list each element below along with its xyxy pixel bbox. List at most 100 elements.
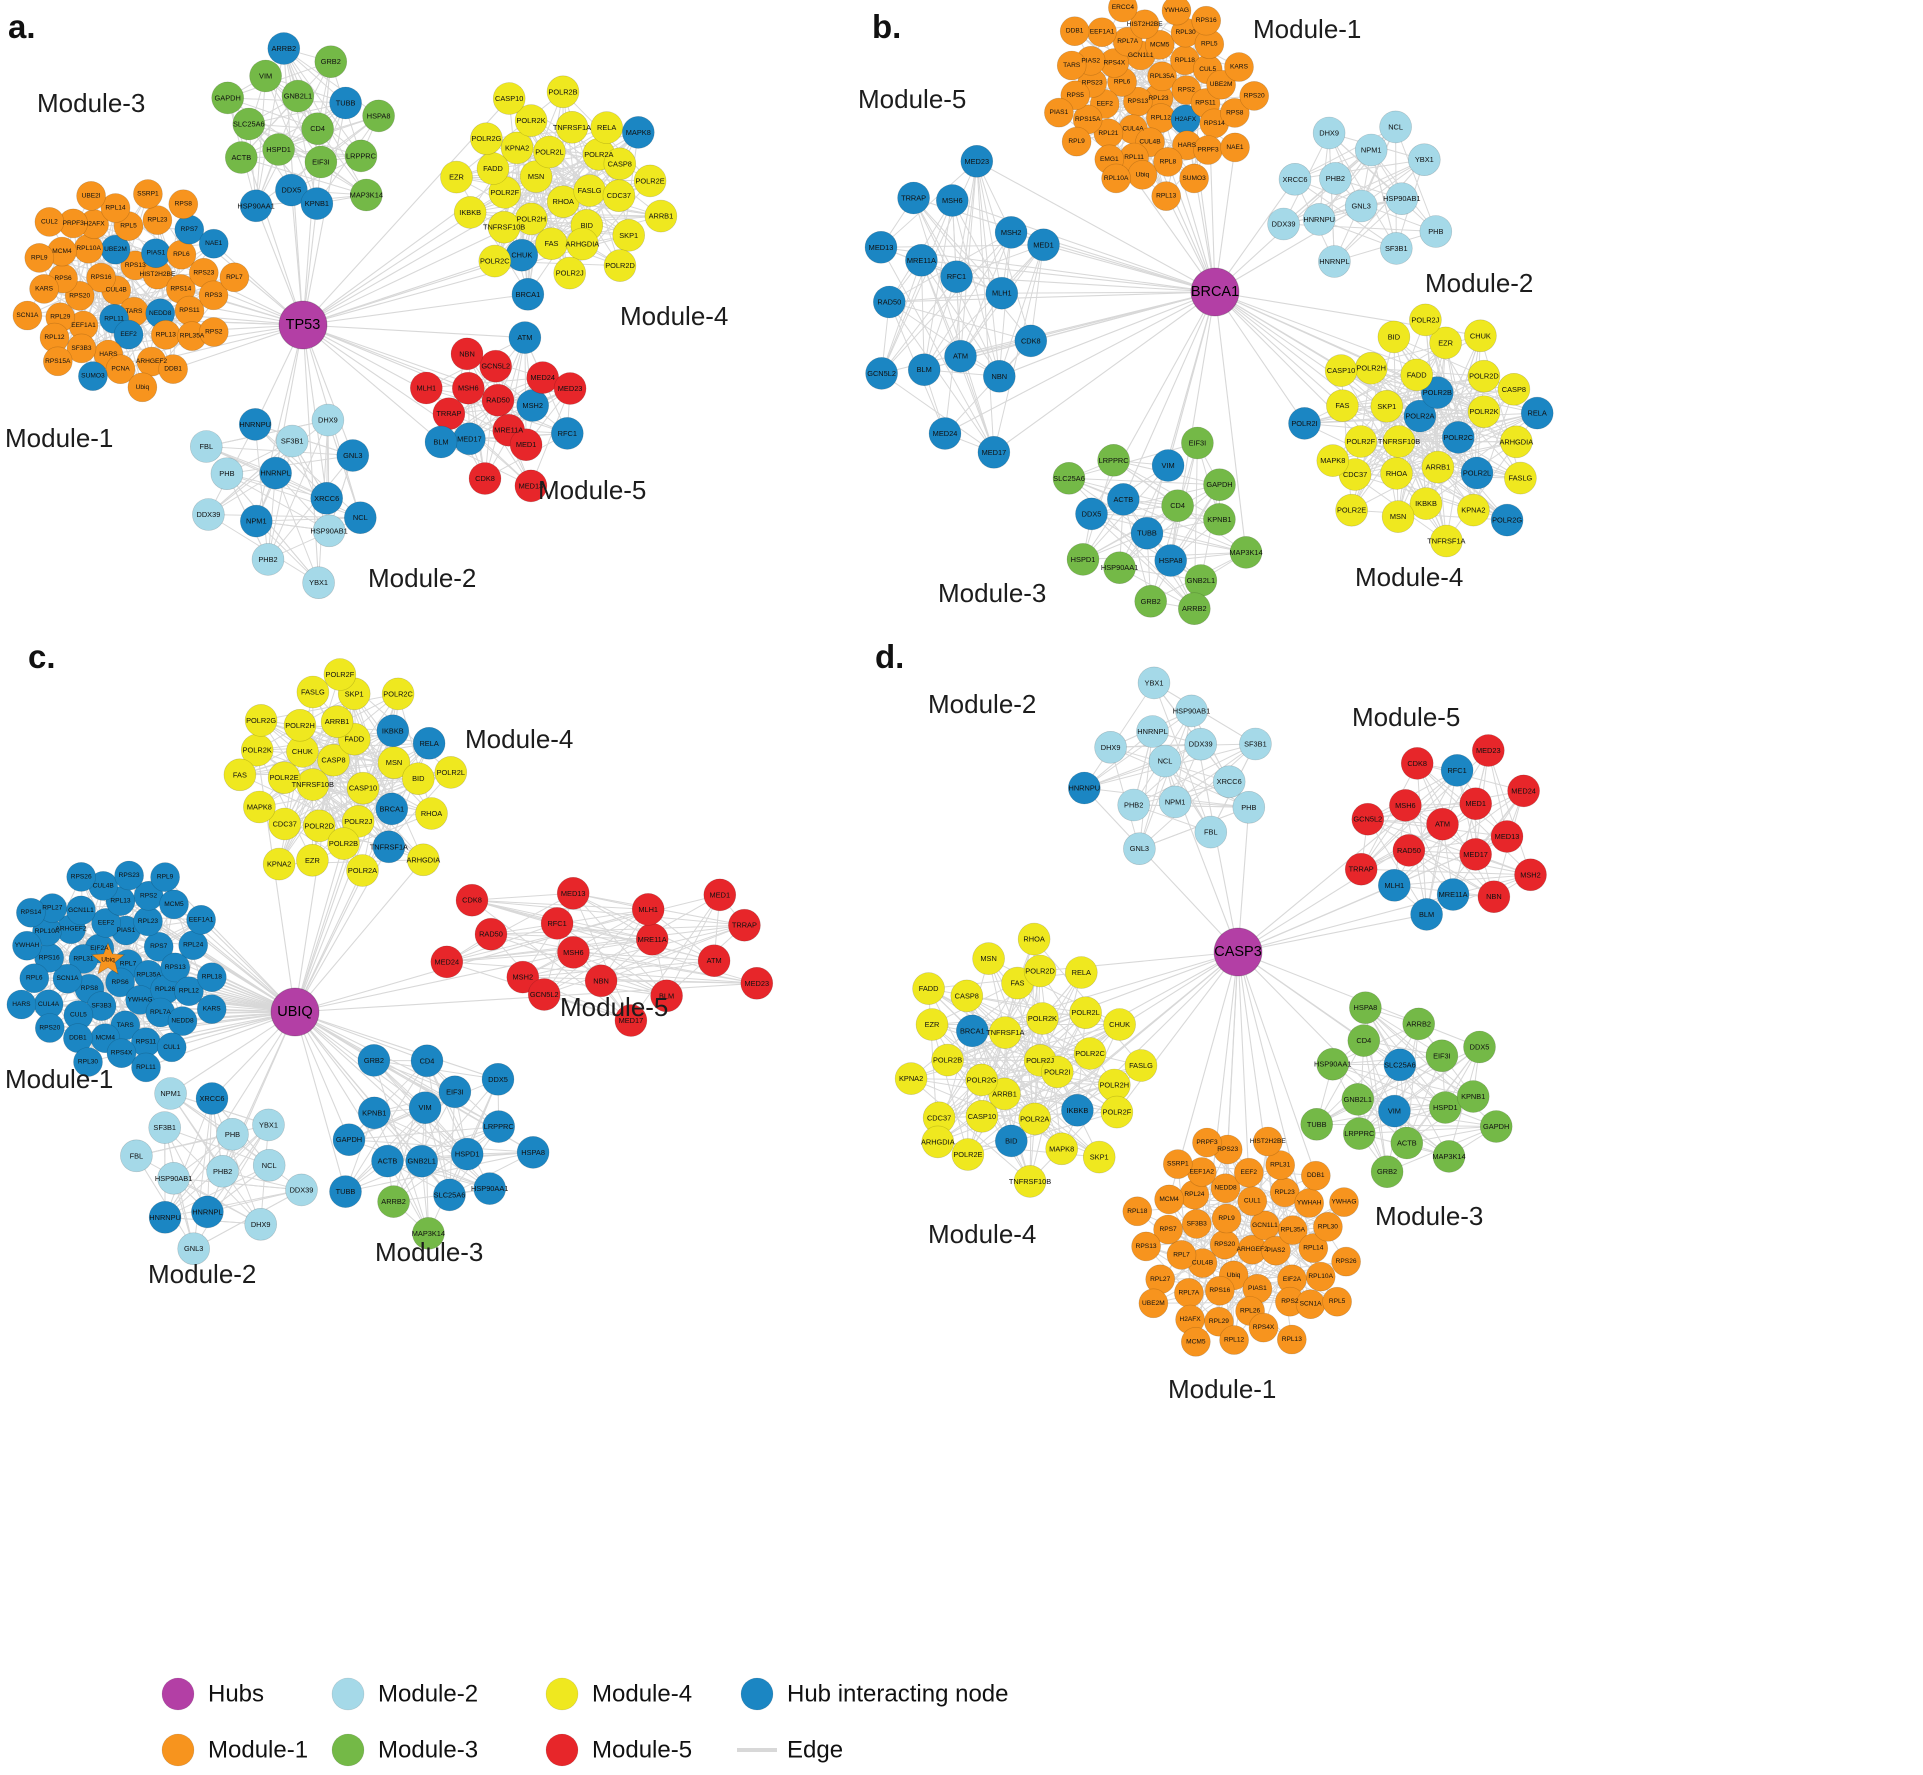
- network-node: [1138, 1288, 1169, 1319]
- network-node: [167, 1006, 198, 1036]
- edge: [1360, 763, 1418, 870]
- network-node: [740, 966, 774, 1000]
- node-label: RAD50: [877, 298, 901, 307]
- network-node: [556, 876, 590, 910]
- node-label: MAPK8: [1049, 1144, 1074, 1153]
- edge: [1084, 743, 1201, 789]
- module-label: Module-1: [1168, 1374, 1276, 1404]
- node-label: BLM: [433, 438, 448, 447]
- network-node: [1153, 147, 1183, 177]
- node-label: POLR2D: [1469, 372, 1499, 381]
- edge: [1332, 1063, 1497, 1127]
- edge: [966, 995, 1078, 1111]
- node-label: DDX5: [1470, 1043, 1490, 1052]
- node-label: CUL4A: [38, 1001, 60, 1008]
- node-label: SF3B1: [153, 1123, 176, 1132]
- edge: [1084, 710, 1192, 789]
- node-label: EIF3I: [1189, 439, 1207, 448]
- network-node: [872, 285, 906, 319]
- node-label: ARHGDIA: [566, 240, 600, 249]
- node-label: RPL23: [147, 217, 167, 224]
- hub-edge: [294, 908, 649, 1013]
- network-node: [409, 371, 443, 405]
- edge: [1340, 370, 1508, 521]
- edge: [373, 1112, 429, 1234]
- module-label: Module-3: [37, 88, 145, 118]
- network-node: [1212, 765, 1246, 799]
- hub-edge: [1010, 951, 1239, 1142]
- panel-c: CASP8CASP10TNFRSF10BFADDPOLR2JCHUKMSNPOL…: [5, 638, 774, 1289]
- network-node: [1232, 790, 1266, 824]
- node-label: RPS2: [205, 329, 223, 336]
- node-label: VIM: [259, 72, 272, 81]
- network-node: [375, 792, 409, 826]
- node-label: HSP90AB1: [1173, 706, 1210, 715]
- edge: [913, 197, 1003, 294]
- edge: [1394, 790, 1524, 886]
- network-node: [603, 147, 637, 181]
- legend-swatch-module1: [161, 1733, 195, 1767]
- hub-edge: [1214, 291, 1508, 521]
- hub-node: [1190, 267, 1240, 317]
- edge: [173, 1177, 302, 1191]
- node-label: RPL31: [1270, 1162, 1290, 1169]
- node-label: TUBB: [1307, 1120, 1327, 1129]
- network-node: [1061, 126, 1092, 157]
- module-label: Module-3: [375, 1237, 483, 1267]
- node-label: NEDD8: [171, 1018, 194, 1025]
- node-label: MED23: [964, 157, 989, 166]
- node-label: RPL7A: [1117, 38, 1138, 45]
- edge: [1138, 710, 1192, 849]
- hub-edge: [294, 760, 335, 1013]
- network-node: [1234, 1157, 1264, 1188]
- edge: [913, 197, 995, 453]
- network-node: [131, 1052, 161, 1083]
- node-label: DDB1: [1307, 1172, 1325, 1179]
- network-node: [1136, 715, 1169, 748]
- node-label: POLR2G: [967, 1075, 997, 1084]
- network-node: [1123, 832, 1156, 866]
- network-node: [965, 1100, 999, 1133]
- network-node: [697, 944, 731, 978]
- node-label: EEF1A1: [189, 916, 214, 923]
- edge: [923, 200, 953, 370]
- node-label: CUL1: [1244, 1198, 1261, 1205]
- node-label: POLR2C: [480, 257, 510, 266]
- node-label: EEF2: [98, 919, 115, 926]
- network-node: [1017, 922, 1051, 956]
- hub-edge: [1237, 951, 1395, 1112]
- node-label: GNB2L1: [284, 92, 312, 101]
- network-node: [451, 371, 485, 405]
- node-label: HSP90AA1: [1314, 1060, 1351, 1069]
- node-label: RPS15A: [45, 358, 71, 365]
- edge: [504, 191, 621, 267]
- network-node: [1239, 81, 1269, 111]
- network-node: [114, 860, 144, 891]
- edge: [522, 924, 745, 978]
- edge: [260, 719, 395, 764]
- node-label: GNL3: [184, 1244, 203, 1253]
- node-label: BRCA1: [960, 1026, 985, 1035]
- edge: [920, 260, 925, 370]
- network-node: [1467, 359, 1501, 393]
- node-label: GRB2: [321, 57, 341, 66]
- network-node: [329, 1175, 362, 1208]
- node-label: MED23: [558, 384, 583, 393]
- node-label: PHB2: [213, 1167, 232, 1176]
- node-label: POLR2L: [535, 148, 563, 157]
- node-label: RPL18: [1127, 1208, 1147, 1215]
- network-node: [1389, 789, 1422, 822]
- network-node: [1421, 450, 1455, 484]
- node-label: HNRNPL: [260, 469, 290, 478]
- node-label: RPL24: [1184, 1191, 1204, 1198]
- network-node: [1429, 326, 1462, 360]
- network-node: [1349, 991, 1382, 1025]
- edge: [256, 749, 313, 861]
- node-label: NAE1: [1226, 144, 1244, 151]
- node-label: POLR2A: [348, 866, 377, 875]
- edge: [348, 1126, 499, 1141]
- node-label: RPL7A: [1178, 1289, 1199, 1296]
- hub-node: [1213, 927, 1263, 977]
- network-node: [935, 184, 969, 217]
- node-label: CASP10: [1327, 366, 1355, 375]
